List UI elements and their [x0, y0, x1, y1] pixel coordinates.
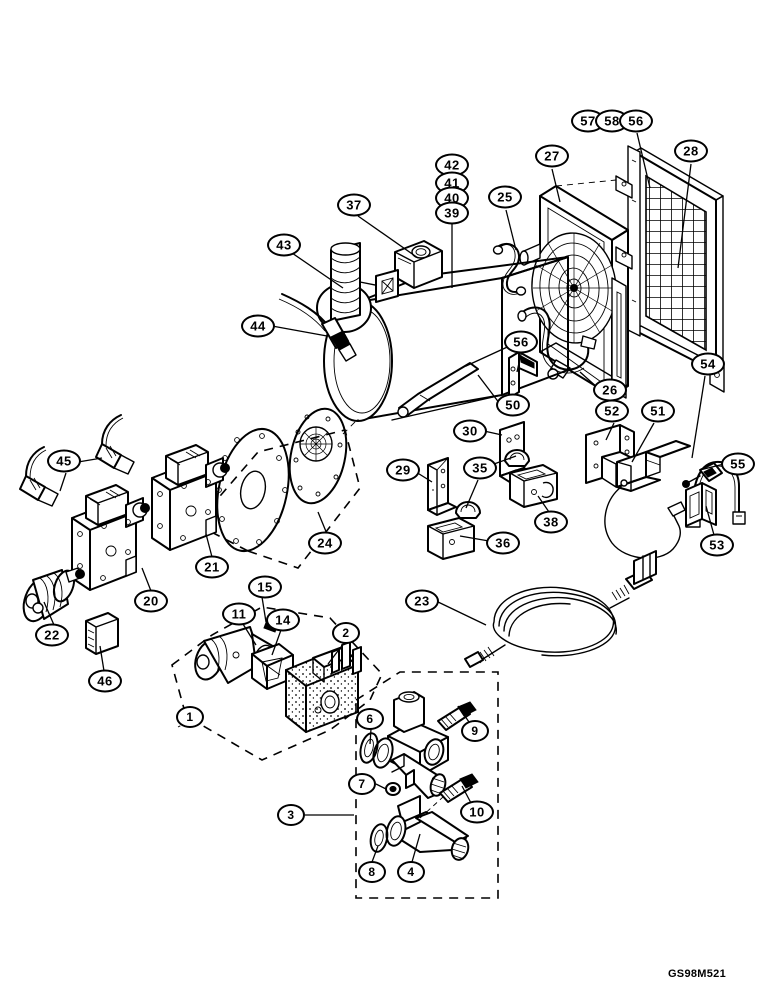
manifold-assembly-3 — [359, 691, 479, 861]
hose-lower-26 — [517, 306, 597, 374]
callout-46[interactable]: 46 — [88, 669, 122, 693]
pad-46 — [85, 612, 119, 655]
callout-39[interactable]: 39 — [435, 201, 469, 225]
block-38 — [509, 464, 558, 508]
oil-cooler-core — [627, 145, 725, 393]
clamp-35 — [455, 449, 530, 519]
callout-38[interactable]: 38 — [534, 510, 568, 534]
callout-51[interactable]: 51 — [641, 399, 675, 423]
connector-55 — [682, 462, 723, 488]
callout-21[interactable]: 21 — [195, 555, 229, 579]
callout-53[interactable]: 53 — [700, 533, 734, 557]
callout-24[interactable]: 24 — [308, 531, 342, 555]
callout-35[interactable]: 35 — [463, 456, 497, 480]
callout-37[interactable]: 37 — [337, 193, 371, 217]
callout-45[interactable]: 45 — [47, 449, 81, 473]
callout-4[interactable]: 4 — [397, 861, 425, 883]
group-1-outline — [171, 606, 383, 761]
drawing-part-number: GS98M521 — [667, 968, 726, 980]
filter-43 — [316, 242, 399, 333]
motor-22 — [22, 567, 85, 623]
callout-14[interactable]: 14 — [266, 608, 300, 632]
callout-29[interactable]: 29 — [386, 458, 420, 482]
hoses-45 — [19, 414, 135, 507]
callout-28[interactable]: 28 — [674, 139, 708, 163]
callout-11[interactable]: 11 — [222, 602, 256, 626]
cable-23 — [464, 550, 657, 668]
callout-44[interactable]: 44 — [241, 314, 275, 338]
callout-6[interactable]: 6 — [356, 708, 384, 730]
callout-22[interactable]: 22 — [35, 623, 69, 647]
bracket-53 — [685, 482, 717, 527]
group-3-outline — [355, 671, 499, 899]
callout-10[interactable]: 10 — [460, 800, 494, 824]
callout-50[interactable]: 50 — [496, 393, 530, 417]
filler-cap-37 — [394, 240, 443, 289]
bracket-56-center — [508, 351, 538, 399]
callout-36[interactable]: 36 — [486, 531, 520, 555]
callout-7[interactable]: 7 — [348, 773, 376, 795]
callout-43[interactable]: 43 — [267, 233, 301, 257]
callout-30[interactable]: 30 — [453, 419, 487, 443]
actuator-51 — [604, 440, 691, 559]
bracket-29 — [427, 457, 457, 516]
hose-upper-25 — [492, 243, 527, 296]
callout-23[interactable]: 23 — [405, 589, 439, 613]
callout-2[interactable]: 2 — [332, 622, 360, 644]
callout-25[interactable]: 25 — [488, 185, 522, 209]
callout-26[interactable]: 26 — [593, 378, 627, 402]
leader-lines — [43, 132, 725, 863]
block-36 — [427, 517, 475, 560]
callout-54[interactable]: 54 — [691, 352, 725, 376]
callout-52[interactable]: 52 — [595, 399, 629, 423]
callout-8[interactable]: 8 — [358, 861, 386, 883]
callout-15[interactable]: 15 — [248, 575, 282, 599]
callout-1[interactable]: 1 — [176, 706, 204, 728]
control-block-2 — [285, 641, 362, 734]
callout-27[interactable]: 27 — [535, 144, 569, 168]
sender-44 — [278, 293, 357, 362]
callout-3[interactable]: 3 — [277, 804, 305, 826]
valve-20 — [71, 484, 150, 591]
callout-56[interactable]: 56 — [619, 109, 653, 133]
callout-9[interactable]: 9 — [461, 720, 489, 742]
callout-56-center[interactable]: 56 — [504, 330, 538, 354]
callout-55[interactable]: 55 — [721, 452, 755, 476]
callout-20[interactable]: 20 — [134, 589, 168, 613]
valve-21 — [151, 444, 230, 551]
coupler-discs-24 — [194, 407, 361, 569]
